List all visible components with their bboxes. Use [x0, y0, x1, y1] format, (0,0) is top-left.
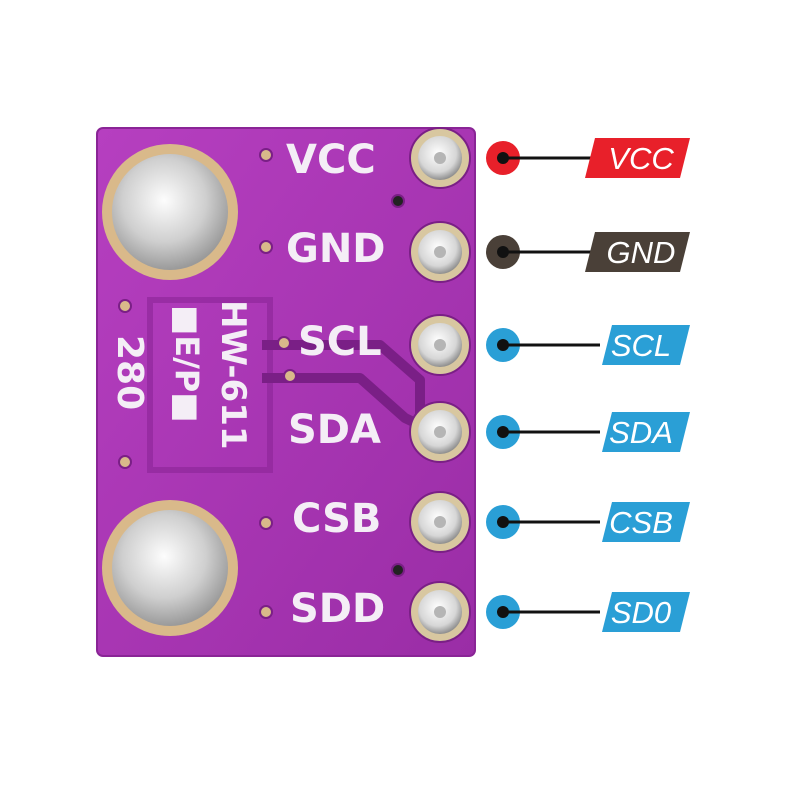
vias	[118, 148, 405, 619]
pin-tag-scl: SCL	[486, 325, 690, 365]
header-pin-vcc	[409, 127, 471, 189]
pin-tag-vcc: VCC	[486, 138, 690, 178]
pin-tag-badge-sda	[602, 412, 690, 452]
pin-tag-label-csb: CSB	[609, 505, 673, 540]
header-pin-csb	[409, 491, 471, 553]
pin-tag-badge-vcc	[585, 138, 690, 178]
pin-tag-label-sda: SDA	[609, 415, 673, 450]
pin-tag-badge-sd0	[602, 592, 690, 632]
header-pin-gnd	[409, 221, 471, 283]
mounting-hole-bottom	[102, 500, 238, 636]
header-pin-sda	[409, 401, 471, 463]
pin-tag-badge-csb	[602, 502, 690, 542]
mounting-hole-top	[102, 144, 238, 280]
header-pins	[409, 127, 471, 643]
pin-tag-sd0: SD0	[486, 592, 690, 632]
silk-sdd: SDD	[290, 586, 385, 632]
pin-tag-sda: SDA	[486, 412, 690, 452]
silk-gnd: GND	[286, 226, 386, 272]
pin-tag-gnd: GND	[486, 232, 690, 272]
silk-chip: 280	[109, 335, 150, 410]
silk-vcc: VCC	[286, 137, 376, 183]
pin-tag-badge-gnd	[585, 232, 690, 272]
silk-pad-marker: ■E/P■	[168, 305, 206, 422]
pin-tag-csb: CSB	[486, 502, 690, 542]
header-pin-scl	[409, 314, 471, 376]
pin-tag-label-sd0: SD0	[611, 595, 671, 630]
pin-tag-badge-scl	[602, 325, 690, 365]
silk-csb: CSB	[292, 496, 381, 542]
pin-tag-label-vcc: VCC	[608, 141, 674, 176]
silk-model: HW-611	[213, 300, 253, 450]
silkscreen-pin-labels: VCC GND SCL SDA CSB SDD	[286, 137, 386, 632]
pin-tags: VCC GND SCL SDA CSB SD0	[486, 138, 690, 632]
silk-scl: SCL	[298, 319, 382, 365]
pin-tag-label-scl: SCL	[611, 328, 671, 363]
silk-sda: SDA	[288, 407, 381, 453]
header-pin-sd0	[409, 581, 471, 643]
pin-tag-label-gnd: GND	[607, 235, 676, 270]
